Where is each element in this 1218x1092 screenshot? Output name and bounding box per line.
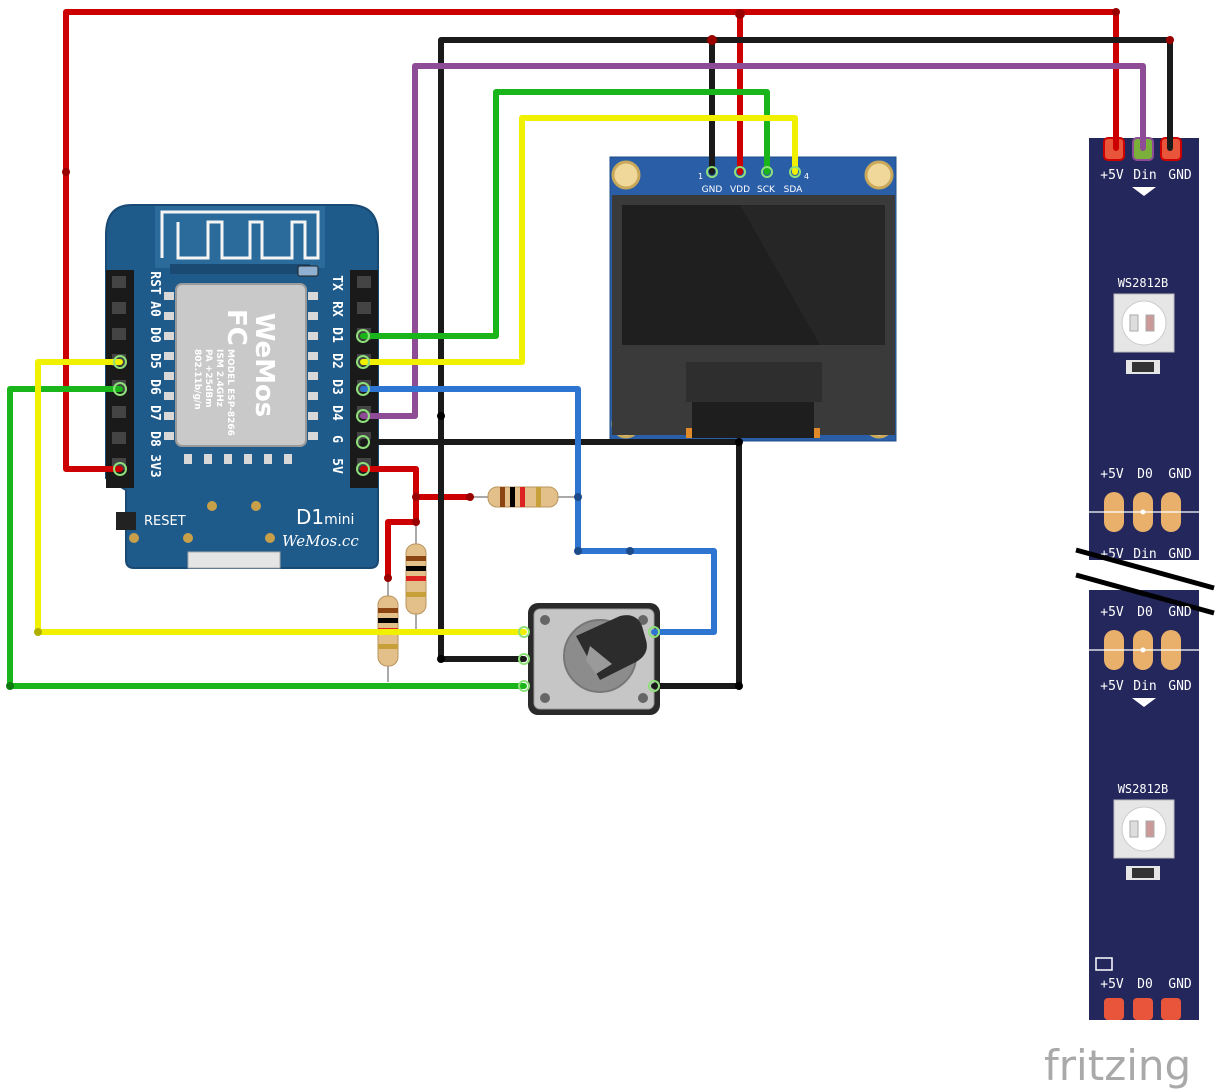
pin-label-d7: D7: [147, 405, 162, 421]
module-line-ism: ISM 2.4GHz: [214, 349, 224, 407]
direction-arrow-icon: [1132, 698, 1156, 707]
d1-left-header: [106, 270, 134, 488]
module-line-wifi: 802.11b/g/n: [192, 349, 202, 410]
module-line-model: MODEL ESP-8266: [225, 349, 235, 436]
wire-black-gnd-main: [438, 37, 1173, 662]
strip-pad-label-gnd: GND: [1168, 605, 1192, 620]
led-strip: +5V Din GND WS2812B +5V D0 GND +5V Din G…: [1075, 137, 1215, 1020]
strip-footer-5v: +5V: [1100, 977, 1124, 992]
wire-purple-d4-to-din: [360, 63, 1146, 419]
strip-pad-gnd-out[interactable]: [1161, 998, 1181, 1020]
wire-blue-d3-to-encoder: [360, 386, 717, 635]
oled-mount-hole: [611, 160, 641, 190]
pin-label-d4: D4: [329, 405, 344, 421]
pin-label-d1: D1: [329, 327, 344, 343]
mount-hole: [129, 533, 139, 543]
module-castellations: [164, 264, 318, 464]
wire-green-d6-to-encoder: [7, 386, 527, 689]
pin-label-d5: D5: [147, 353, 162, 369]
wire-yellow-d5-to-encoder: [35, 359, 527, 635]
strip-pad-d0-out[interactable]: [1133, 998, 1153, 1020]
strip-header-mid-gnd: GND: [1168, 547, 1192, 562]
mount-hole: [251, 501, 261, 511]
strip-pad-label-gnd: GND: [1168, 467, 1192, 482]
strip-header-mid-gnd: GND: [1168, 679, 1192, 694]
board-name: D1mini: [296, 505, 354, 529]
oled-pin-vdd: VDD: [730, 185, 750, 195]
pin-label-d8: D8: [147, 431, 162, 447]
oled-display-module: 1 4 GND VDD SCK SDA: [609, 156, 897, 442]
pin-connection-markers: [113, 166, 801, 692]
antenna-trace: [155, 206, 325, 268]
pin-label-rst: RST: [147, 271, 162, 295]
module-fcc-mark: FC: [221, 309, 251, 346]
pin-label-d6: D6: [147, 379, 162, 395]
d1-right-header: [350, 270, 378, 488]
board-url: WeMos.cc: [282, 532, 359, 550]
esp-module-shield: [175, 283, 307, 447]
strip-header-mid-din: Din: [1133, 547, 1156, 562]
oled-mount-hole: [864, 160, 894, 190]
pin-label-g: G: [329, 435, 344, 443]
wire-red-3v3-to-strip: [63, 9, 1119, 472]
fritzing-watermark: fritzing: [1044, 1041, 1191, 1090]
d1-mini-board: WeMos FC MODEL ESP-8266 ISM 2.4GHz PA +2…: [105, 204, 379, 569]
pin-label-3v3: 3V3: [147, 454, 162, 477]
strip-header-top-gnd: GND: [1168, 168, 1192, 183]
module-line-pa: PA +25dBm: [203, 349, 213, 408]
module-text: WeMos FC MODEL ESP-8266 ISM 2.4GHz PA +2…: [192, 309, 279, 436]
strip-header-mid-5v: +5V: [1100, 679, 1124, 694]
oled-pin-sck: SCK: [757, 185, 776, 195]
strip-pad-label-d0: D0: [1137, 605, 1153, 620]
pin-label-5v: 5V: [329, 458, 344, 474]
strip-footer-gnd: GND: [1168, 977, 1192, 992]
strip-header-mid-din: Din: [1133, 679, 1156, 694]
direction-arrow-icon: [1132, 187, 1156, 196]
pin-label-d0: D0: [147, 327, 162, 343]
strip-pad-label-5v: +5V: [1100, 605, 1124, 620]
strip-pad-label-d0: D0: [1137, 467, 1153, 482]
resistor-horizontal: [472, 486, 578, 508]
pin-label-d2: D2: [329, 353, 344, 369]
pin-label-tx: TX: [329, 275, 344, 291]
mount-hole: [265, 533, 275, 543]
mount-hole: [183, 533, 193, 543]
reset-button[interactable]: [116, 512, 136, 530]
strip-pad-5v-out[interactable]: [1104, 998, 1124, 1020]
usb-port: [187, 551, 281, 569]
smd-led: [297, 265, 319, 277]
strip-header-top-5v: +5V: [1100, 168, 1124, 183]
led-chip-label-2: WS2812B: [1118, 782, 1169, 796]
oled-pin-gnd: GND: [702, 185, 723, 195]
pin-label-d3: D3: [329, 379, 344, 395]
mount-hole: [207, 501, 217, 511]
board-name-suffix: mini: [324, 512, 354, 528]
strip-pad-label-5v: +5V: [1100, 467, 1124, 482]
strip-logo-icon: [1095, 957, 1113, 971]
wire-black-g-to-encoder: [360, 439, 742, 689]
oled-pin-index-last: 4: [804, 172, 809, 181]
wire-joints: [6, 8, 1174, 690]
wire-red-resistor-branch: [385, 494, 419, 581]
led-chip-label-1: WS2812B: [1118, 276, 1169, 290]
strip-footer-d0: D0: [1137, 977, 1153, 992]
wire-yellow-d2-to-sda: [360, 115, 798, 365]
resistor-vertical-right: [405, 524, 427, 632]
pin-label-rx: RX: [329, 301, 344, 317]
rotary-encoder: [528, 603, 660, 715]
reset-label: RESET: [144, 514, 186, 529]
module-brand: WeMos: [249, 313, 279, 418]
pin-label-a0: A0: [147, 301, 162, 317]
oled-pin-sda: SDA: [784, 185, 803, 195]
wire-red-5v-to-resistors: [360, 466, 473, 500]
oled-pin-index-first: 1: [698, 172, 703, 181]
strip-cut-mark: [1075, 572, 1215, 616]
oled-ribbon: [692, 402, 814, 438]
strip-cut-mark: [1075, 547, 1215, 591]
strip-header-top-din: Din: [1133, 168, 1156, 183]
